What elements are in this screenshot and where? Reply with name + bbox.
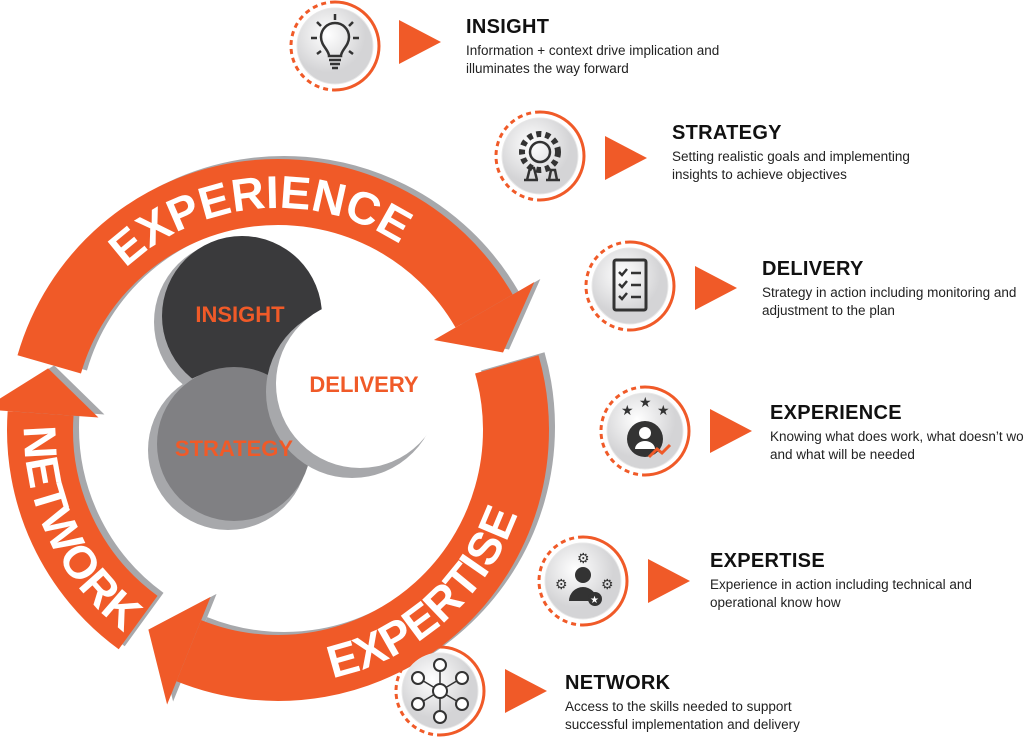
legend-item-expertise: ⚙⚙⚙★ EXPERTISE Experience in action incl… [537, 535, 1024, 627]
network-arc [7, 411, 159, 650]
item-title: EXPERIENCE [770, 402, 902, 424]
lightbulb-icon [289, 0, 381, 92]
svg-text:★: ★ [657, 402, 670, 418]
delivery-circle [276, 300, 444, 468]
legend-item-strategy: STRATEGY Setting realistic goals and imp… [494, 110, 1024, 202]
svg-text:★: ★ [621, 402, 634, 418]
item-description: Setting realistic goals and implementing… [672, 149, 910, 182]
legend-item-network: NETWORK Access to the skills needed to s… [394, 645, 1024, 737]
center-strategy-label: STRATEGY [175, 436, 293, 461]
item-title: INSIGHT [466, 16, 550, 38]
item-title: EXPERTISE [710, 550, 825, 572]
pointer-arrow-icon [695, 266, 737, 310]
pointer-arrow-icon [505, 669, 547, 713]
svg-text:★: ★ [639, 394, 652, 410]
checklist-icon [584, 240, 676, 332]
item-title: STRATEGY [672, 122, 782, 144]
pointer-arrow-icon [399, 20, 441, 64]
item-description: Information + context drive implication … [466, 43, 720, 76]
person-stars-icon: ★ ★ ★ [599, 385, 691, 477]
expertise-arrowhead [148, 596, 211, 705]
cycle-graphic: INSIGHT STRATEGY DELIVERY EXPERIENCE EXP… [0, 156, 555, 705]
item-description: Strategy in action including monitoring … [762, 285, 1017, 318]
item-title: NETWORK [565, 672, 671, 694]
item-description: Access to the skills needed to support s… [565, 699, 800, 732]
legend-item-delivery: DELIVERY Strategy in action including mo… [584, 240, 1024, 332]
experience-arc [17, 159, 513, 374]
svg-text:⚙: ⚙ [555, 576, 568, 592]
legend-item-experience: ★ ★ ★ EXPERIENCE Knowing what does work, w… [599, 385, 1024, 477]
pointer-arrow-icon [710, 409, 752, 453]
center-delivery-label: DELIVERY [309, 372, 419, 397]
gear-chess-icon [494, 110, 586, 202]
pointer-arrow-icon [605, 136, 647, 180]
svg-text:⚙: ⚙ [601, 576, 614, 592]
item-description: Experience in action including technical… [710, 577, 972, 610]
experience-arrowhead [433, 282, 535, 353]
network-arrowhead [0, 368, 99, 418]
svg-text:⚙: ⚙ [577, 550, 590, 566]
item-title: DELIVERY [762, 258, 864, 280]
pointer-arrow-icon [648, 559, 690, 603]
item-description: Knowing what does work, what doesn’t wor… [770, 429, 1024, 462]
expertise-arc [176, 355, 549, 701]
center-circles: INSIGHT STRATEGY DELIVERY [148, 236, 444, 530]
svg-text:★: ★ [590, 595, 599, 606]
person-gears-icon: ⚙⚙⚙★ [537, 535, 629, 627]
network-people-icon [394, 645, 486, 737]
legend-item-insight: INSIGHT Information + context drive impl… [289, 0, 1024, 92]
center-insight-label: INSIGHT [195, 302, 285, 327]
